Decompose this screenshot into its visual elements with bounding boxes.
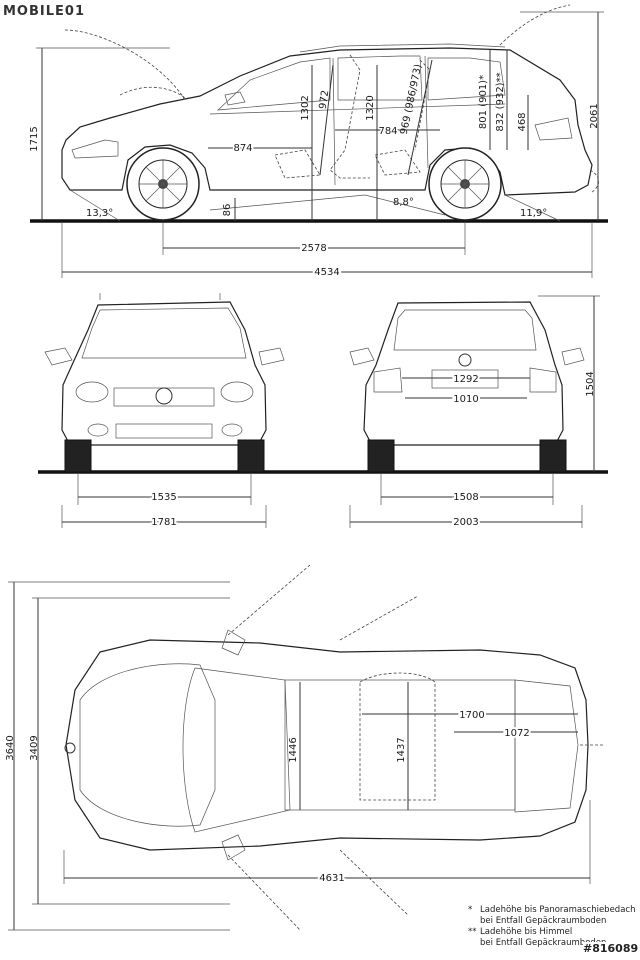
front-headlight-left	[75, 381, 109, 403]
dim-784: 784	[378, 126, 397, 137]
footnotes: *Ladehöhe bis Panoramaschiebedach bei En…	[468, 905, 635, 949]
dim-width-front: 1781	[151, 517, 176, 528]
rear-view: 1504 1292 1010 1508 2003	[349, 295, 600, 530]
dim-track-rear: 1508	[453, 492, 478, 503]
side-rear-door-split	[424, 55, 429, 169]
top-vw-badge	[64, 742, 76, 754]
top-body-outline	[65, 639, 589, 851]
front-vw-badge	[155, 387, 173, 405]
dim-wheelbase: 2578	[301, 243, 326, 254]
mobile01-logo: MOBILE01	[3, 4, 85, 19]
front-view: 1535 1781	[38, 293, 608, 530]
dim-1302: 1302	[300, 95, 311, 120]
dim-rear-1010: 1010	[453, 394, 478, 405]
front-tire-right	[237, 439, 265, 473]
side-rear-arc	[589, 169, 599, 193]
side-windows	[217, 55, 506, 111]
front-lower-grille	[115, 423, 213, 439]
side-front-wheel	[126, 147, 200, 221]
side-view: 1715 2061 1302 972 1320 969 (986/973) 80…	[29, 4, 608, 280]
rear-tire-right	[539, 439, 567, 473]
footnote-2-cont: bei Entfall Gepäckraumboden	[480, 938, 607, 948]
dim-height: 1504	[585, 371, 596, 396]
side-hood-tailgate-arc	[119, 4, 571, 99]
footnote-1: *Ladehöhe bis Panoramaschiebedach	[468, 905, 636, 915]
departure-angle-line	[504, 194, 561, 222]
dim-832: 832 (932)**	[495, 72, 506, 131]
side-body-outline	[61, 47, 593, 196]
side-seat-rear-dashed	[374, 59, 431, 176]
side-mirror	[224, 91, 246, 106]
dim-1437: 1437	[396, 737, 407, 762]
side-taillight	[534, 117, 573, 141]
front-tire-left	[64, 439, 92, 473]
top-view: 3640 3409 1446 1437 1700 1072 4631	[5, 564, 605, 931]
dim-1072: 1072	[504, 728, 529, 739]
dim-874: 874	[233, 143, 252, 154]
dim-468: 468	[517, 112, 528, 131]
footnote-1-cont: bei Entfall Gepäckraumboden	[480, 916, 607, 926]
top-rear-window	[514, 679, 579, 813]
dim-801: 801 (901)*	[478, 75, 489, 129]
dim-86: 86	[222, 204, 233, 217]
dim-3409: 3409	[29, 735, 40, 760]
top-mirrors	[221, 629, 246, 861]
top-hood	[79, 663, 216, 827]
dim-track-front: 1535	[151, 492, 176, 503]
approach-angle-line	[69, 189, 121, 222]
rear-taillight-right	[529, 367, 557, 393]
front-headlight-right	[220, 381, 254, 403]
rear-plate	[431, 369, 499, 389]
dim-length: 4534	[314, 267, 339, 278]
rear-window	[393, 309, 537, 351]
angle-ramp: 8,8°	[393, 197, 414, 208]
dim-rear-1292: 1292	[453, 374, 478, 385]
side-headlight	[71, 139, 119, 159]
dim-1700: 1700	[459, 710, 484, 721]
rear-body-outline	[363, 301, 564, 446]
side-roof-rail	[299, 43, 506, 53]
angle-approach: 13,3°	[86, 208, 113, 219]
dim-1446: 1446	[288, 737, 299, 762]
rear-taillight-left	[373, 367, 403, 393]
front-foglight-right	[221, 423, 243, 437]
dim-4631: 4631	[319, 873, 344, 884]
dim-1715: 1715	[29, 126, 40, 151]
ramp-angle-line-1	[209, 194, 366, 211]
top-windshield	[182, 667, 291, 833]
side-hood-open-arc	[64, 29, 186, 101]
top-interior-dashed	[359, 672, 436, 801]
rear-vw-badge	[458, 353, 472, 367]
image-id-badge: #816089	[583, 942, 639, 955]
front-foglight-left	[87, 423, 109, 437]
dim-972: 972	[318, 89, 332, 109]
side-beltline	[209, 103, 506, 115]
dim-3640: 3640	[5, 735, 16, 760]
front-body-outline	[61, 301, 267, 446]
footnote-2: **Ladehöhe bis Himmel	[468, 927, 573, 937]
side-rear-wheel	[428, 147, 502, 221]
dim-width-mirrors: 2003	[453, 517, 478, 528]
dim-1320: 1320	[365, 95, 376, 120]
ramp-angle-line-2	[364, 194, 446, 216]
front-windshield	[81, 307, 247, 359]
rear-tire-left	[367, 439, 395, 473]
dim-2061: 2061	[589, 103, 600, 128]
side-seat-front-dashed	[274, 54, 370, 179]
front-mirrors	[44, 347, 285, 366]
dim-line-972	[319, 64, 334, 176]
rear-mirrors	[349, 347, 585, 366]
dim-line-969	[407, 59, 433, 176]
angle-departure: 11,9°	[520, 208, 547, 219]
